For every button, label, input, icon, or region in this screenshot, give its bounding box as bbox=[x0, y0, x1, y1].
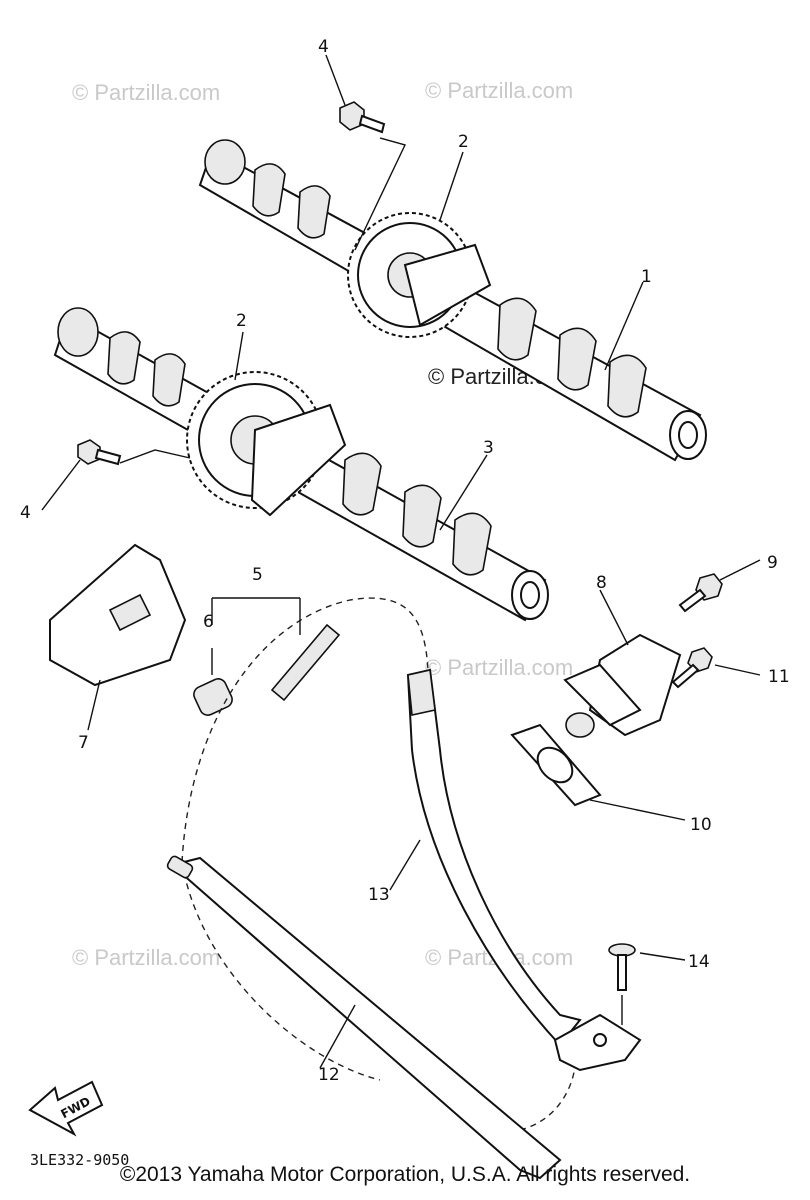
callout-3: 3 bbox=[483, 438, 494, 458]
diagram-code: 3LE332-9050 bbox=[30, 1151, 129, 1169]
callout-6: 6 bbox=[203, 612, 214, 632]
watermark: © Partzilla.com bbox=[72, 945, 220, 970]
callout-14: 14 bbox=[688, 952, 710, 972]
watermark: © Partzilla.com bbox=[425, 78, 573, 103]
callout-4-upper: 4 bbox=[318, 37, 329, 57]
callout-2-upper: 2 bbox=[458, 132, 469, 152]
chain-link-6 bbox=[193, 678, 233, 716]
chain-guide-top bbox=[49, 543, 187, 687]
chain-guide-13 bbox=[406, 668, 582, 1047]
chain-link-5 bbox=[270, 623, 341, 702]
leader-lines bbox=[41, 54, 761, 1069]
bolt-11 bbox=[671, 647, 713, 689]
bolt-lower bbox=[77, 439, 122, 466]
cam-sprocket-upper bbox=[347, 212, 492, 338]
callout-8: 8 bbox=[596, 573, 607, 593]
watermark: © Partzilla.com bbox=[425, 655, 573, 680]
gasket-10 bbox=[510, 723, 602, 807]
bolt-9 bbox=[678, 573, 723, 613]
watermark: © Partzilla.com bbox=[72, 80, 220, 105]
bolt-14 bbox=[608, 943, 636, 991]
callout-11: 11 bbox=[768, 667, 790, 687]
callout-9: 9 bbox=[767, 553, 778, 573]
callout-1: 1 bbox=[641, 267, 652, 287]
cam-chain-tensioner bbox=[563, 633, 682, 738]
bolt-upper bbox=[339, 101, 386, 134]
callout-5: 5 bbox=[252, 565, 263, 585]
callouts: 4 2 1 2 3 4 5 6 8 9 11 7 10 13 14 12 bbox=[20, 37, 790, 1085]
fwd-arrow: FWD bbox=[28, 1080, 104, 1137]
cam-sprocket-lower bbox=[186, 371, 347, 517]
callout-2-lower: 2 bbox=[236, 311, 247, 331]
callout-4-lower: 4 bbox=[20, 503, 31, 523]
callout-10: 10 bbox=[690, 815, 712, 835]
pivot-bracket bbox=[553, 1013, 642, 1072]
callout-7: 7 bbox=[78, 733, 89, 753]
callout-13: 13 bbox=[368, 885, 390, 905]
copyright-notice: ©2013 Yamaha Motor Corporation, U.S.A. A… bbox=[119, 1163, 691, 1186]
timing-chain bbox=[181, 597, 577, 1131]
chain-guide-12 bbox=[166, 855, 562, 1180]
callout-12: 12 bbox=[318, 1065, 340, 1085]
